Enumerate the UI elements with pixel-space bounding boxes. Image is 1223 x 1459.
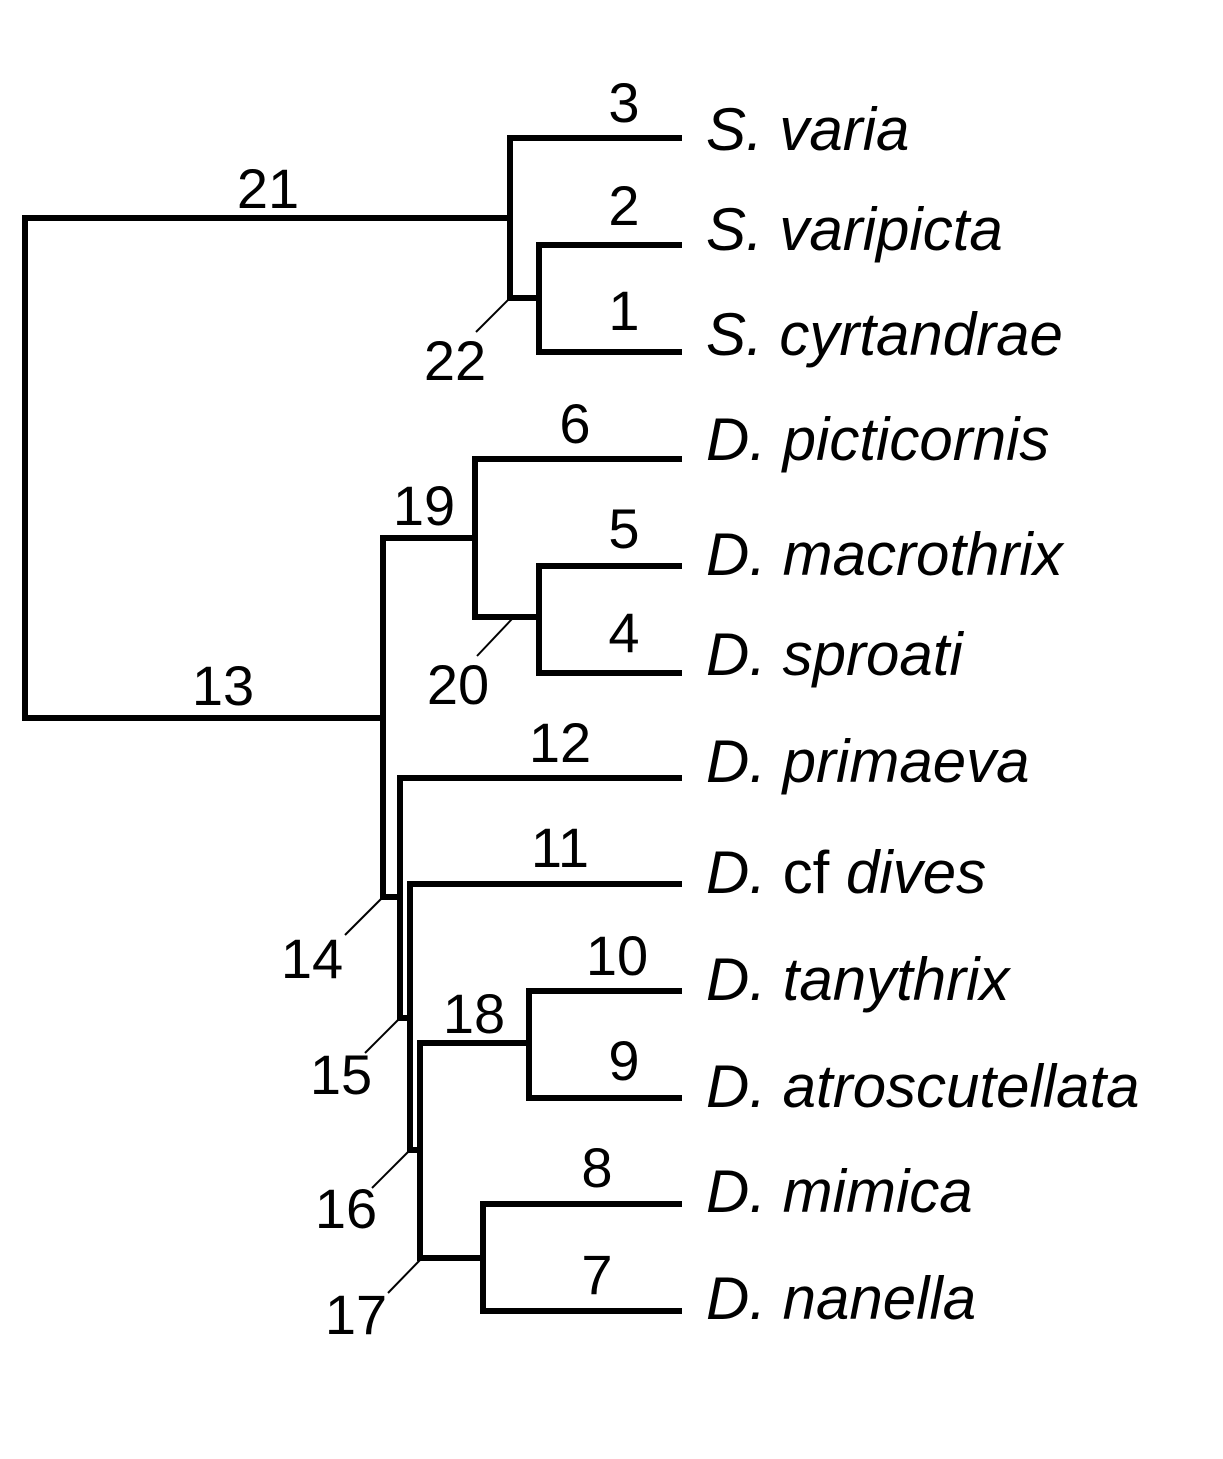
branch-number-6: 6 [559,392,590,455]
taxon-species: cyrtandrae [779,301,1062,368]
taxon-genus: D. [706,1158,766,1225]
taxon-species: dives [846,839,986,906]
branch-number-1: 1 [608,279,639,342]
branch-number-10: 10 [586,924,648,987]
taxon-species: sproati [783,621,965,688]
taxon-label: S. cyrtandrae [706,301,1063,368]
branch-number-12: 12 [529,711,591,774]
taxon-label: D. nanella [706,1265,976,1332]
branch-number-4: 4 [608,601,639,664]
taxon-label: D. picticornis [706,406,1049,473]
leader-17 [387,1259,421,1294]
taxon-label: D. primaeva [706,728,1029,795]
branch-10-9 [526,988,682,1101]
taxon-label: S. varia [706,96,909,163]
branch-6 [472,456,682,620]
tree-branches [22,135,682,1314]
branch-5-4 [536,563,682,676]
branch-number-5: 5 [608,497,639,560]
taxon-label: D. cf dives [706,839,986,906]
taxon-genus: D. [706,1265,766,1332]
leader-20 [476,618,513,657]
taxon-genus: S. [706,196,763,263]
branch-12 [397,775,682,1021]
taxon-genus: D. [706,521,766,588]
taxon-genus: D. [706,406,766,473]
taxon-species: tanythrix [783,946,1012,1013]
leader-16 [371,1151,409,1189]
leader-15 [364,1019,399,1054]
branch-number-18: 18 [443,982,505,1045]
branch-number-15: 15 [310,1043,372,1106]
leader-14 [344,898,382,936]
taxon-labels: S. varia S. varipicta S. cyrtandrae D. p… [706,96,1140,1332]
taxon-species: nanella [783,1265,977,1332]
branch-2-1 [536,242,682,355]
terminal-branch-numbers: 3 2 1 6 5 4 12 11 10 9 8 7 [529,71,648,1306]
taxon-genus: S. [706,301,763,368]
branch-11 [407,881,682,1153]
taxon-genus: S. [706,96,763,163]
taxon-species: varia [779,96,909,163]
taxon-genus: D. [706,839,766,906]
branch-number-3: 3 [608,71,639,134]
taxon-species: mimica [783,1158,973,1225]
branch-number-2: 2 [608,174,639,237]
taxon-label: D. atroscutellata [706,1053,1140,1120]
taxon-species: primaeva [781,728,1030,795]
branch-3 [507,135,682,301]
taxon-label: D. sproati [706,621,964,688]
branch-number-19: 19 [393,474,455,537]
taxon-species: varipicta [779,196,1002,263]
branch-number-17: 17 [325,1283,387,1346]
branch-number-16: 16 [315,1177,377,1240]
taxon-species: atroscutellata [783,1053,1140,1120]
branch-number-7: 7 [581,1243,612,1306]
branch-number-21: 21 [237,157,299,220]
taxon-genus: D. [706,946,766,1013]
taxon-label: D. tanythrix [706,946,1011,1013]
taxon-label: S. varipicta [706,196,1003,263]
taxon-label: D. macrothrix [706,521,1065,588]
taxon-qualifier: cf [783,839,830,906]
taxon-species: picticornis [781,406,1050,473]
branch-number-13: 13 [192,654,254,717]
branch-number-14: 14 [281,927,343,990]
branch-number-9: 9 [608,1029,639,1092]
taxon-genus: D. [706,621,766,688]
branch-21 [22,215,513,721]
label-leaders [344,297,513,1294]
branch-number-20: 20 [427,653,489,716]
internal-branch-numbers: 21 22 13 19 20 14 15 16 18 17 [192,157,505,1346]
taxon-species: macrothrix [783,521,1065,588]
leader-22 [475,297,511,333]
taxon-label: D. mimica [706,1158,973,1225]
taxon-genus: D. [706,1053,766,1120]
branch-8-7 [480,1201,682,1314]
branch-number-11: 11 [531,816,589,879]
branch-number-8: 8 [581,1136,612,1199]
branch-number-22: 22 [424,329,486,392]
taxon-genus: D. [706,728,766,795]
